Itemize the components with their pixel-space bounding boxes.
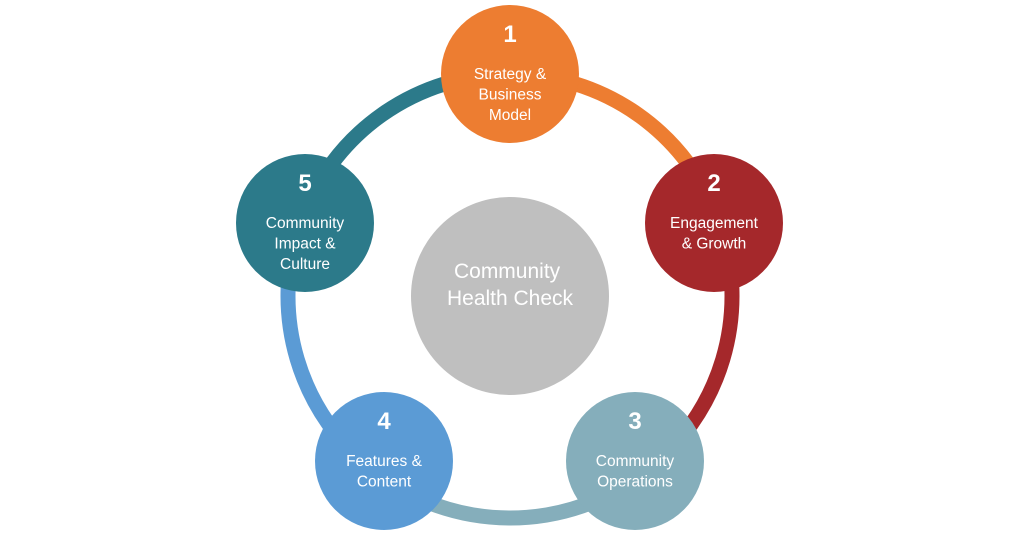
node-label-line: Strategy & xyxy=(474,66,547,83)
node-number: 2 xyxy=(707,170,720,197)
node-label-line: Features & xyxy=(346,453,422,470)
node-label-line: Operations xyxy=(597,474,673,491)
node-label: Engagement & Growth xyxy=(670,215,759,253)
node-circle xyxy=(645,154,783,292)
center-hub: Community Health Check xyxy=(411,197,609,395)
node-label-line: Community xyxy=(596,453,675,470)
node-number: 1 xyxy=(503,21,516,48)
node-label-line: Business xyxy=(479,87,542,104)
center-circle xyxy=(411,197,609,395)
node-label-line: Model xyxy=(489,107,531,124)
node-label-line: Content xyxy=(357,474,412,491)
node-number: 4 xyxy=(377,408,391,435)
node-label-line: Community xyxy=(266,215,345,232)
node-circle xyxy=(441,5,579,143)
node-number: 3 xyxy=(628,408,641,435)
node-circle xyxy=(566,392,704,530)
node-circle xyxy=(315,392,453,530)
node-circle xyxy=(236,154,374,292)
node-label-line: Culture xyxy=(280,256,330,273)
node-label-line: Impact & xyxy=(274,236,336,253)
node-number: 5 xyxy=(298,170,311,197)
node-label-line: Engagement xyxy=(670,215,759,232)
node-label: Features & Content xyxy=(346,453,422,491)
center-label-line: Health Check xyxy=(447,287,574,310)
center-label: Community Health Check xyxy=(447,260,574,310)
node-label-line: & Growth xyxy=(682,236,747,253)
center-label-line: Community xyxy=(454,260,561,283)
